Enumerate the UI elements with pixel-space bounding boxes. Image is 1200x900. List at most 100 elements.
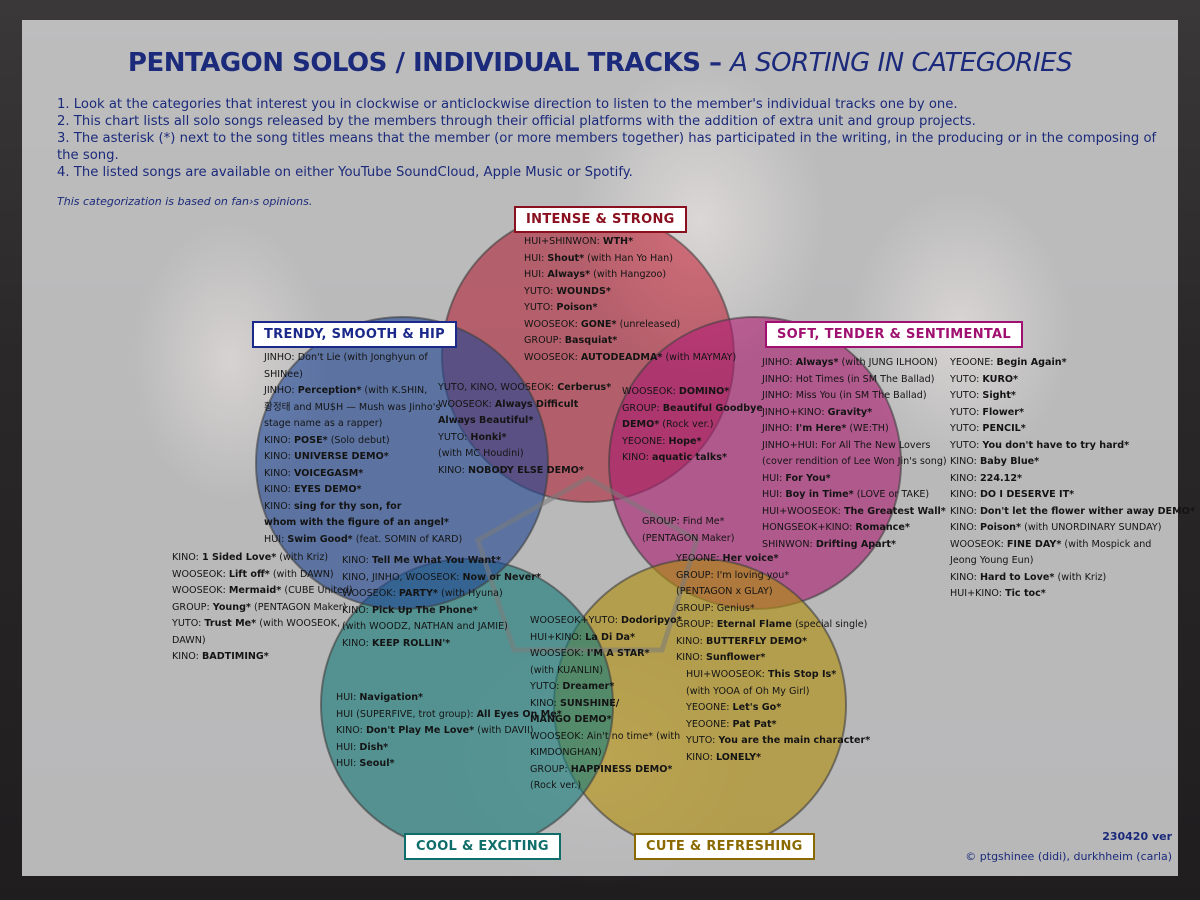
track-artist: KINO: bbox=[172, 651, 202, 662]
track-title: aquatic talks* bbox=[651, 452, 727, 463]
track-item: JINHO: Always* (with JUNG ILHOON) bbox=[762, 355, 947, 372]
track-artist: HUI+KINO: bbox=[950, 588, 1006, 599]
track-title: Flower* bbox=[982, 406, 1024, 418]
track-artist: HUI: bbox=[524, 269, 548, 280]
track-title: DO I DESERVE IT* bbox=[979, 489, 1075, 500]
track-item: WOOSEOK: GONE* (unreleased) bbox=[524, 317, 736, 334]
track-item: WOOSEOK: Lift off* (with DAWN) bbox=[172, 567, 353, 584]
track-artist: WOOSEOK: bbox=[342, 588, 399, 599]
track-artist: KINO: bbox=[950, 522, 980, 533]
track-note: KIMDONGHAN) bbox=[530, 747, 602, 758]
track-artist: KINO, JINHO, WOOSEOK: bbox=[342, 571, 463, 583]
track-item: HONGSEOK+KINO: Romance* bbox=[762, 520, 947, 537]
track-artist: YEOONE: bbox=[676, 553, 723, 564]
track-artist: GROUP: bbox=[530, 763, 571, 775]
track-item: KINO: BADTIMING* bbox=[172, 649, 353, 666]
track-item: WOOSEOK: I'M A STAR* bbox=[530, 646, 682, 663]
track-item: WOOSEOK: DOMINO* bbox=[622, 384, 763, 401]
track-title: Baby Blue* bbox=[979, 456, 1040, 467]
track-artist: KINO: bbox=[686, 751, 716, 763]
track-title: Hard to Love* bbox=[979, 571, 1055, 583]
track-title: Pat Pat* bbox=[732, 718, 777, 730]
track-item: KINO: Don't let the flower wither away D… bbox=[950, 504, 1195, 521]
track-title: sing for thy son, for bbox=[293, 500, 402, 512]
track-item: GROUP: Beautiful Goodbye bbox=[622, 401, 763, 418]
track-artist: HUI (SUPERFIVE, trot group): bbox=[336, 708, 477, 720]
track-title: Sight* bbox=[982, 390, 1016, 401]
track-item: KINO: SUNSHINE/ bbox=[530, 696, 682, 713]
track-item: YUTO: Dreamer* bbox=[530, 679, 682, 696]
track-title: Tic toc* bbox=[1005, 588, 1046, 599]
track-note: (PENTAGON Maker) bbox=[250, 601, 347, 613]
track-item: Jeong Young Eun) bbox=[950, 553, 1195, 570]
track-artist: HONGSEOK+KINO: bbox=[762, 522, 856, 533]
track-title: I'm Here* bbox=[795, 423, 847, 434]
track-artist: YUTO: bbox=[950, 373, 983, 385]
track-item: Always Beautiful* bbox=[438, 413, 611, 430]
list-soft: JINHO: Always* (with JUNG ILHOON)JINHO: … bbox=[762, 355, 947, 553]
track-note: (PENTAGON x GLAY) bbox=[676, 586, 773, 597]
track-note: (with WOOSEOK, bbox=[256, 618, 341, 629]
track-artist: JINHO: bbox=[762, 357, 796, 368]
track-artist: KINO: bbox=[950, 505, 980, 517]
track-artist: KINO: bbox=[622, 452, 652, 463]
track-artist: WOOSEOK: bbox=[950, 538, 1007, 550]
track-note: Genius* bbox=[716, 602, 755, 614]
track-item: WOOSEOK: Ain't no time* (with bbox=[530, 729, 682, 746]
track-item: KINO: aquatic talks* bbox=[622, 450, 763, 467]
list-trendy-outer: KINO: 1 Sided Love* (with Kriz)WOOSEOK: … bbox=[172, 550, 353, 666]
instruction-item: 3. The asterisk (*) next to the song tit… bbox=[57, 131, 1157, 163]
track-note: Ain't no time* (with bbox=[586, 730, 681, 742]
track-title: Perception* bbox=[297, 385, 362, 396]
track-item: KINO: DO I DESERVE IT* bbox=[950, 487, 1195, 504]
track-item: KINO: UNIVERSE DEMO* bbox=[264, 449, 462, 466]
track-item: YUTO: KURO* bbox=[950, 372, 1195, 389]
track-title: Tell Me What You Want* bbox=[371, 555, 501, 566]
track-artist: KINO: bbox=[336, 725, 366, 736]
track-artist: KINO: bbox=[264, 451, 294, 462]
track-item: JINHO+KINO: Gravity* bbox=[762, 405, 947, 422]
track-title: Drifting Apart* bbox=[815, 538, 896, 550]
track-note: 황정태 and MU$H — Mush was Jinho's bbox=[264, 401, 441, 413]
track-item: (cover rendition of Lee Won Jin's song) bbox=[762, 454, 947, 471]
track-item: HUI: Always* (with Hangzoo) bbox=[524, 267, 736, 284]
track-title: Dish* bbox=[359, 741, 389, 753]
list-cool: HUI: Navigation*HUI (SUPERFIVE, trot gro… bbox=[336, 690, 562, 773]
track-title: Hope* bbox=[668, 435, 702, 447]
track-artist: KINO: bbox=[264, 434, 294, 446]
track-note: (with JUNG ILHOON) bbox=[838, 357, 938, 368]
track-item: HUI+KINO: Tic toc* bbox=[950, 586, 1195, 603]
track-title: whom with the figure of an angel* bbox=[264, 517, 449, 528]
track-title: Dreamer* bbox=[562, 681, 615, 692]
track-note: (unreleased) bbox=[616, 318, 681, 330]
track-note: (CUBE United) bbox=[281, 585, 353, 596]
track-item: KINO: Hard to Love* (with Kriz) bbox=[950, 570, 1195, 587]
list-intense: HUI+SHINWON: WTH*HUI: Shout* (with Han Y… bbox=[524, 234, 736, 366]
track-note: Hot Times (in SM The Ballad) bbox=[795, 373, 935, 385]
track-item: HUI: Boy in Time* (LOVE or TAKE) bbox=[762, 487, 947, 504]
track-note: Miss You (in SM The Ballad) bbox=[795, 390, 927, 401]
track-title: Beautiful Goodbye bbox=[662, 402, 763, 414]
track-artist: KINO: bbox=[950, 489, 980, 500]
track-item: YUTO: You are the main character* bbox=[686, 733, 870, 750]
track-note: (with DAVII) bbox=[474, 725, 534, 736]
track-note: (Rock ver.) bbox=[659, 419, 714, 430]
track-item: SHINee) bbox=[264, 367, 462, 384]
track-title: Don't Play Me Love* bbox=[365, 725, 475, 736]
track-item: HUI: For You* bbox=[762, 471, 947, 488]
credit-line: © ptgshinee (didi), durkhheim (carla) bbox=[965, 850, 1172, 863]
track-item: SHINWON: Drifting Apart* bbox=[762, 537, 947, 554]
track-artist: GROUP: bbox=[642, 516, 683, 527]
track-item: (PENTAGON Maker) bbox=[642, 531, 734, 548]
track-artist: HUI: bbox=[336, 741, 360, 753]
list-trendy-cool: KINO: Tell Me What You Want*KINO, JINHO,… bbox=[342, 553, 541, 652]
instruction-item: 4. The listed songs are available on eit… bbox=[57, 165, 633, 180]
track-item: KINO: NOBODY ELSE DEMO* bbox=[438, 463, 611, 480]
track-artist: KINO: bbox=[950, 456, 980, 467]
label-soft: SOFT, TENDER & SENTIMENTAL bbox=[765, 321, 1023, 348]
track-note: (cover rendition of Lee Won Jin's song) bbox=[762, 456, 947, 467]
track-title: Mermaid* bbox=[228, 585, 282, 596]
list-intense-soft: WOOSEOK: DOMINO*GROUP: Beautiful Goodbye… bbox=[622, 384, 763, 467]
track-title: Dodoripyo* bbox=[621, 615, 682, 626]
